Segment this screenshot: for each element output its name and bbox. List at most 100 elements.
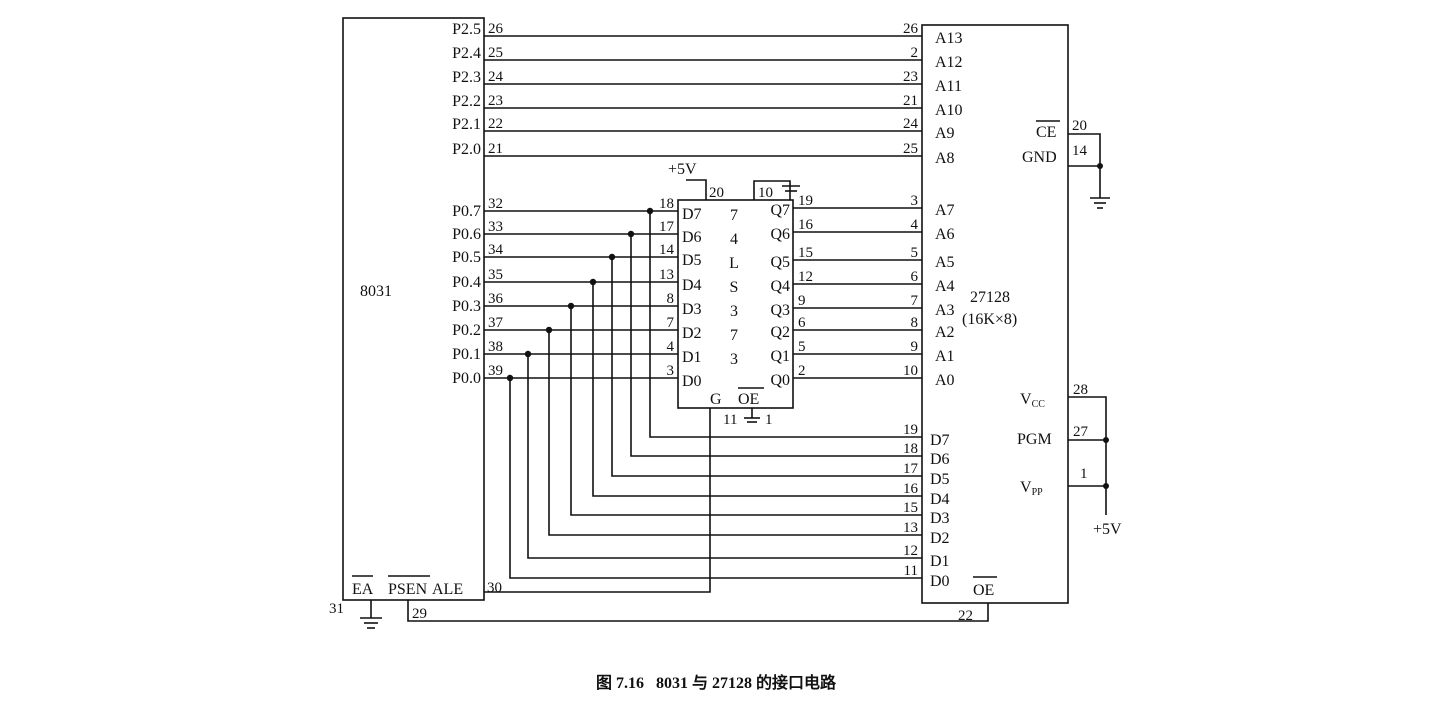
ground-icon	[744, 408, 760, 423]
pin-number: 18	[903, 441, 918, 457]
port-label: P2.0	[452, 141, 481, 158]
port-label: P0.3	[452, 298, 481, 315]
latch-d-label: D4	[682, 277, 702, 294]
latch-q-label: Q1	[770, 348, 790, 365]
gnd-label: GND	[1022, 149, 1057, 166]
ce-label: CE	[1036, 124, 1056, 141]
pin-number: 26	[488, 21, 504, 37]
address-label: A11	[935, 78, 962, 95]
pin-number: 13	[903, 520, 918, 536]
pin-number: 7	[911, 293, 919, 309]
latch-q-label: Q4	[770, 278, 790, 295]
ce-pin: 20	[1072, 118, 1087, 134]
address-label: A3	[935, 302, 955, 319]
psen-label: PSEN	[388, 581, 428, 598]
latch-oe-pin: 1	[765, 412, 773, 428]
data-bus-wire	[570, 306, 922, 516]
pin-number: 24	[488, 69, 504, 85]
data-label: D5	[930, 471, 950, 488]
latch-supply-label: +5V	[668, 161, 697, 178]
pgm-label: PGM	[1017, 431, 1052, 448]
pin-number: 15	[798, 245, 813, 261]
junction-dot	[1103, 483, 1109, 489]
latch-d-label: D6	[682, 229, 702, 246]
latch-name-char: 4	[730, 231, 738, 248]
latch-d-label: D0	[682, 373, 702, 390]
vcc-wire	[1068, 396, 1107, 515]
address-label: A2	[935, 324, 955, 341]
port-label: P0.4	[452, 274, 481, 291]
eprom-supply-label: +5V	[1093, 521, 1122, 538]
pin-number: 39	[488, 363, 503, 379]
address-label: A4	[935, 278, 955, 295]
pin-number: 13	[659, 267, 674, 283]
latch-vcc-pin: 20	[709, 185, 724, 201]
pin-number: 6	[798, 315, 806, 331]
pin-number: 23	[488, 93, 503, 109]
data-bus-wire	[611, 257, 922, 477]
pin-number: 38	[488, 339, 503, 355]
ground-icon	[782, 185, 800, 192]
pin-number: 5	[911, 245, 919, 261]
psen-pin: 29	[412, 606, 427, 622]
data-label: D4	[930, 491, 950, 508]
pin-number: 22	[488, 116, 503, 132]
pin-number: 18	[659, 196, 674, 212]
latch-d-label: D1	[682, 349, 702, 366]
eprom-oe-label: OE	[973, 582, 994, 599]
pin-number: 17	[659, 219, 675, 235]
pin-number: 5	[798, 339, 806, 355]
latch-name-char: L	[729, 255, 739, 272]
pin-number: 2	[798, 363, 806, 379]
chip-8031	[342, 17, 485, 601]
latch-q-label: Q0	[770, 372, 790, 389]
pin-number: 6	[911, 269, 919, 285]
pin-number: 10	[903, 363, 918, 379]
address-label: A9	[935, 125, 955, 142]
port-label: P2.1	[452, 116, 481, 133]
latch-d-label: D5	[682, 252, 702, 269]
pin-number: 23	[903, 69, 918, 85]
latch-d-label: D2	[682, 325, 702, 342]
port-label: P2.3	[452, 69, 481, 86]
pin-number: 19	[798, 193, 813, 209]
ea-pin: 31	[329, 601, 344, 617]
latch-g-label: G	[710, 391, 722, 408]
pin-number: 12	[903, 543, 918, 559]
junction-dot	[1103, 437, 1109, 443]
data-label: D2	[930, 530, 950, 547]
latch-name-char: 7	[730, 207, 738, 224]
chip-27128	[921, 24, 1069, 604]
eprom-name: 27128	[970, 289, 1010, 306]
latch-g-pin: 11	[723, 412, 737, 428]
pin-number: 37	[488, 315, 504, 331]
pin-number: 24	[903, 116, 919, 132]
pin-number: 17	[903, 461, 919, 477]
ce-gnd-wire	[1068, 133, 1101, 198]
ale-pin: 30	[487, 580, 502, 596]
address-label: A7	[935, 202, 955, 219]
pin-number: 25	[903, 141, 918, 157]
address-label: A6	[935, 226, 955, 243]
ground-icon	[1090, 197, 1110, 209]
latch-q-label: Q5	[770, 254, 790, 271]
port-label: P0.5	[452, 249, 481, 266]
pin-number: 16	[798, 217, 814, 233]
pin-number: 2	[911, 45, 919, 61]
pin-number: 9	[798, 293, 806, 309]
pin-number: 32	[488, 196, 503, 212]
pin-number: 25	[488, 45, 503, 61]
pgm-pin: 27	[1073, 424, 1089, 440]
pin-number: 3	[667, 363, 675, 379]
pin-number: 26	[903, 21, 919, 37]
ale-g-wire	[484, 408, 711, 593]
mcu-name: 8031	[360, 283, 392, 300]
address-label: A10	[935, 102, 963, 119]
latch-name-char: 3	[730, 351, 738, 368]
port-label: P0.1	[452, 346, 481, 363]
latch-d-label: D7	[682, 206, 702, 223]
data-label: D1	[930, 553, 950, 570]
latch-q-label: Q2	[770, 324, 790, 341]
latch-q-label: Q3	[770, 302, 790, 319]
pin-number: 21	[903, 93, 918, 109]
